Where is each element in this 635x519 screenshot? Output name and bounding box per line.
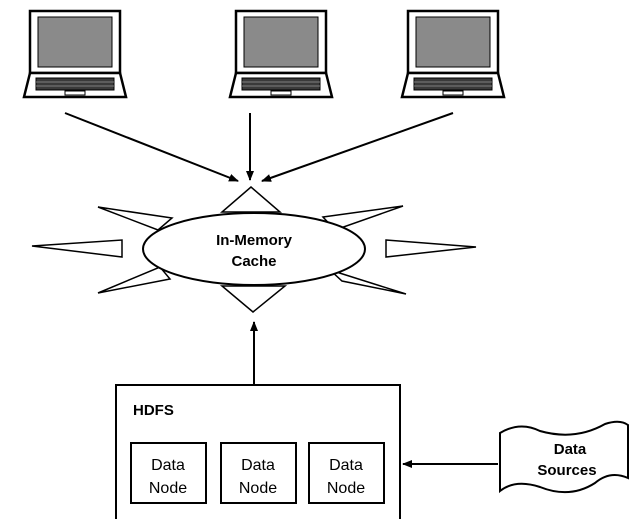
data-node-label-line2: Node — [149, 480, 187, 497]
spike-lower-right — [329, 269, 407, 295]
data-node-2: Data Node — [220, 442, 297, 504]
client-laptop-2 — [228, 9, 334, 99]
sources-label-line2: Sources — [537, 462, 596, 479]
laptop-icon — [228, 9, 334, 99]
sources-label-line1: Data — [554, 441, 587, 458]
spike-upper-left — [97, 206, 174, 231]
data-node-3: Data Node — [308, 442, 385, 504]
cache-label-line1: In-Memory — [216, 232, 293, 249]
cache-burst-spikes — [31, 186, 477, 313]
data-sources: Data Sources — [499, 420, 629, 494]
client-laptop-1 — [22, 9, 128, 99]
data-node-label-line2: Node — [239, 480, 277, 497]
spike-bottom — [219, 285, 288, 313]
data-node-label-line1: Data — [151, 457, 185, 474]
hdfs-title: HDFS — [133, 402, 174, 419]
arrow-client1-to-cache — [64, 112, 239, 182]
spike-right — [385, 239, 477, 258]
cache-label-line2: Cache — [231, 253, 276, 270]
laptop-icon — [22, 9, 128, 99]
data-node-1: Data Node — [130, 442, 207, 504]
hdfs-cluster: HDFS Data Node Data Node Data Node — [115, 384, 401, 519]
arrow-client3-to-cache — [261, 112, 454, 182]
data-node-label-line1: Data — [329, 457, 363, 474]
data-node-label-line2: Node — [327, 480, 365, 497]
laptop-icon — [400, 9, 506, 99]
in-memory-cache: In-Memory Cache — [142, 212, 366, 286]
client-laptop-3 — [400, 9, 506, 99]
spike-left — [31, 239, 123, 258]
spike-top — [219, 186, 283, 213]
data-node-label-line1: Data — [241, 457, 275, 474]
spike-lower-left — [97, 266, 172, 294]
document-icon — [499, 420, 629, 494]
